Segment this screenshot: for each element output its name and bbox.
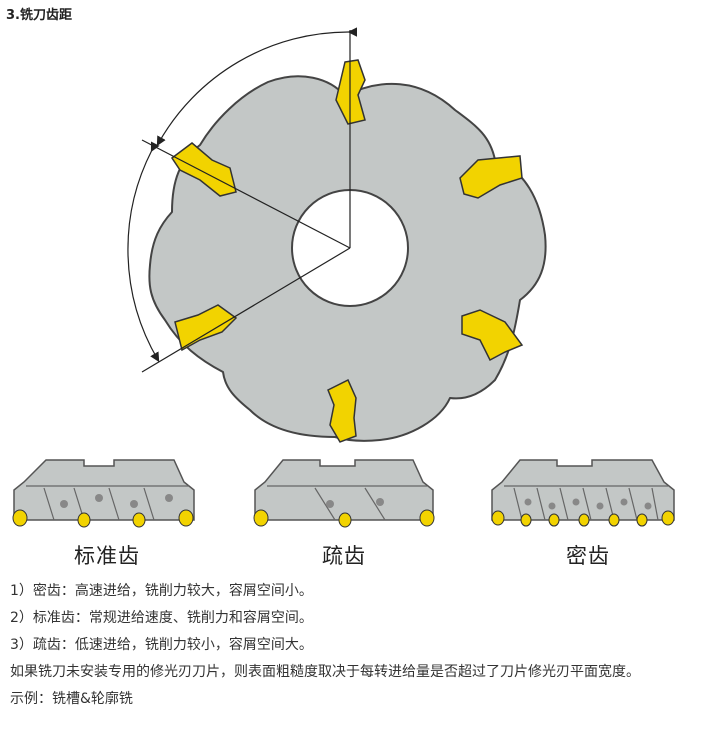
insert-bottom [327, 378, 357, 443]
description-block: 1）密齿：高速进给，铣削力较大，容屑空间小。 2）标准齿：常规进给速度、铣削力和… [10, 578, 710, 713]
insert-upper-left [170, 142, 237, 197]
caption-standard: 标准齿 [74, 544, 140, 568]
pitch-lines [127, 27, 358, 373]
item-coarse: 3）疏齿：低速进给，铣削力较小，容屑空间大。 [10, 637, 313, 653]
item-standard: 2）标准齿：常规进给速度、铣削力和容屑空间。 [10, 610, 313, 626]
insert-lower-right [461, 309, 524, 362]
insert-upper-right [459, 155, 523, 199]
milling-cutter-figure [12, 27, 675, 528]
cutter-side-fine [491, 459, 675, 527]
insert-lower-left [174, 304, 238, 352]
item-fine: 1）密齿：高速进给，铣削力较大，容屑空间小。 [10, 583, 313, 599]
section-heading: 3.铣刀齿距 [6, 8, 72, 23]
caption-fine: 密齿 [566, 544, 610, 568]
cutter-side-standard [12, 459, 195, 528]
note-surface-roughness: 如果铣刀未安装专用的修光刃刀片，则表面粗糙度取决于每转进给量是否超过了刀片修光刃… [10, 664, 640, 680]
example-line: 示例：铣槽&轮廓铣 [10, 691, 133, 707]
cutter-side-coarse [253, 459, 435, 528]
caption-coarse: 疏齿 [322, 544, 366, 568]
